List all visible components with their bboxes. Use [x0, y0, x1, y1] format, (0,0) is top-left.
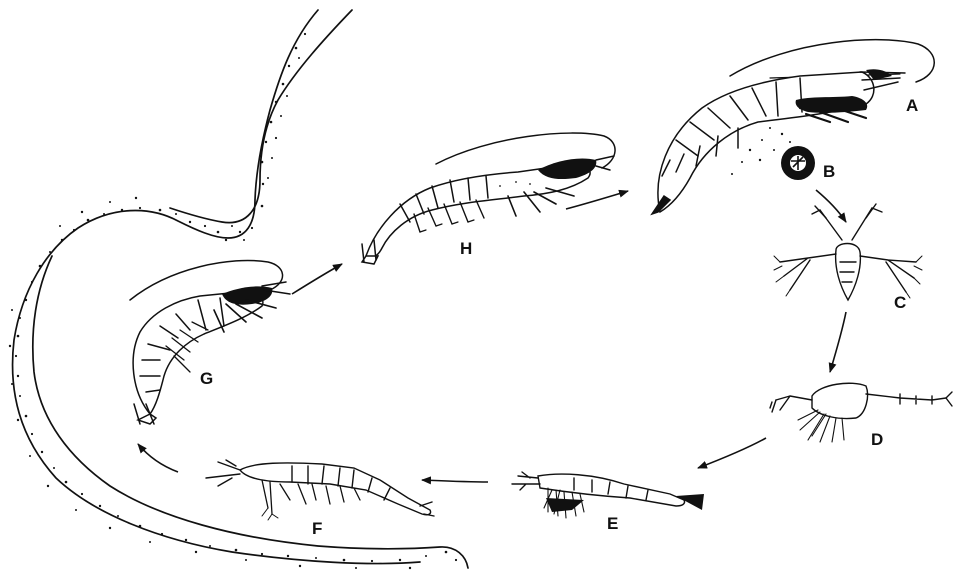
arrow-c-to-d — [830, 312, 846, 372]
label-stage-h: H — [460, 240, 472, 257]
arrow-f-to-g — [138, 444, 178, 472]
egg-icon — [781, 146, 815, 180]
protozoea-larva-icon — [770, 383, 952, 442]
arrow-b-to-c — [816, 190, 846, 222]
inner-shoreline — [170, 10, 352, 223]
arrow-e-to-f — [422, 480, 488, 482]
adult-shrimp-icon — [652, 40, 934, 214]
label-stage-e: E — [607, 515, 618, 532]
label-stage-g: G — [200, 370, 213, 387]
label-stage-a: A — [906, 97, 918, 114]
cycle-arrows — [138, 190, 846, 482]
label-stage-d: D — [871, 431, 883, 448]
label-stage-c: C — [894, 294, 906, 311]
nauplius-larva-icon — [774, 204, 922, 300]
label-stage-b: B — [823, 163, 835, 180]
postlarva-icon — [206, 460, 434, 520]
mysis-larva-icon — [512, 472, 704, 518]
arrow-h-to-a — [566, 191, 628, 209]
arrow-g-to-h — [292, 264, 342, 294]
arrow-d-to-e — [698, 438, 766, 468]
subadult-shrimp-icon — [362, 133, 615, 264]
juvenile-shrimp-icon — [130, 261, 290, 424]
label-stage-f: F — [312, 520, 322, 537]
